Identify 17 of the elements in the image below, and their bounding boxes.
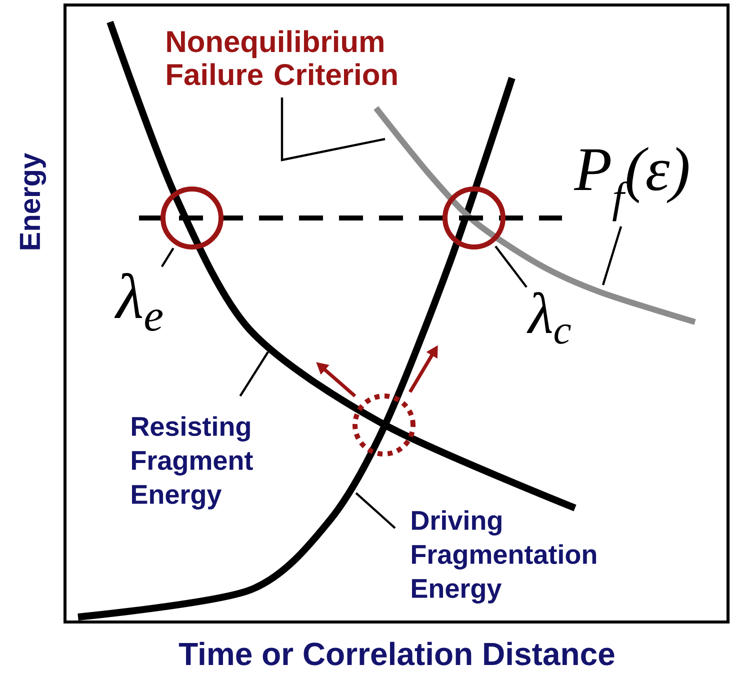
leader-line [280, 97, 386, 162]
formula-label: P$_{f}$(ε) [574, 146, 688, 222]
criterion-label: Nonequilibrium Failure Criterion [167, 30, 397, 86]
axis-label: Energy [20, 153, 46, 250]
curve-label: Driving Fragmentation Energy [412, 510, 596, 604]
intersection-circle [442, 186, 506, 250]
leader-line [160, 248, 174, 268]
leader-line [494, 246, 528, 288]
dotted-circle [352, 394, 416, 456]
leader-line [355, 492, 396, 529]
curve-label: Resisting Fragment Energy [132, 416, 253, 510]
intersection-circle [160, 186, 224, 250]
formula-label: λ$_{e}$ [114, 273, 163, 332]
leader-line [239, 351, 269, 397]
axis-label: Time or Correlation Distance [178, 642, 614, 666]
leader-line [602, 226, 622, 286]
formula-label: λ$_{c}$ [526, 292, 571, 344]
